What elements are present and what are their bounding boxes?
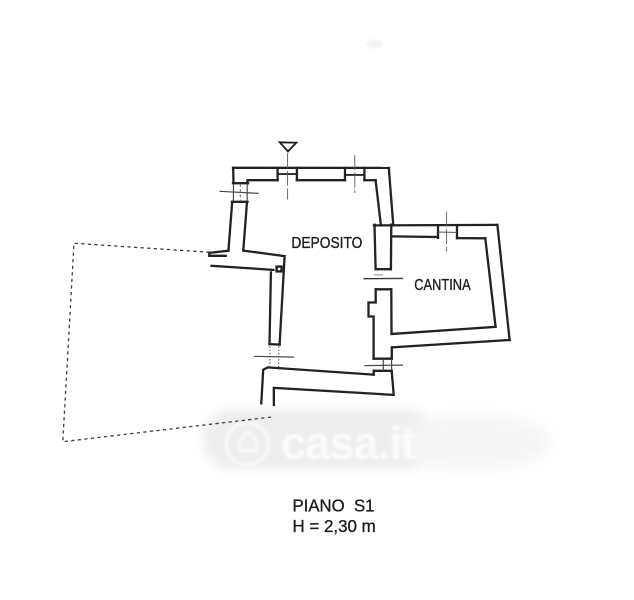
svg-text:casa.it: casa.it [281,417,416,469]
svg-text:PIANO S1: PIANO S1 [293,495,375,515]
svg-text:DEPOSITO: DEPOSITO [291,235,362,252]
svg-text:CANTINA: CANTINA [414,277,471,294]
svg-text:H = 2,30 m: H = 2,30 m [293,516,376,536]
